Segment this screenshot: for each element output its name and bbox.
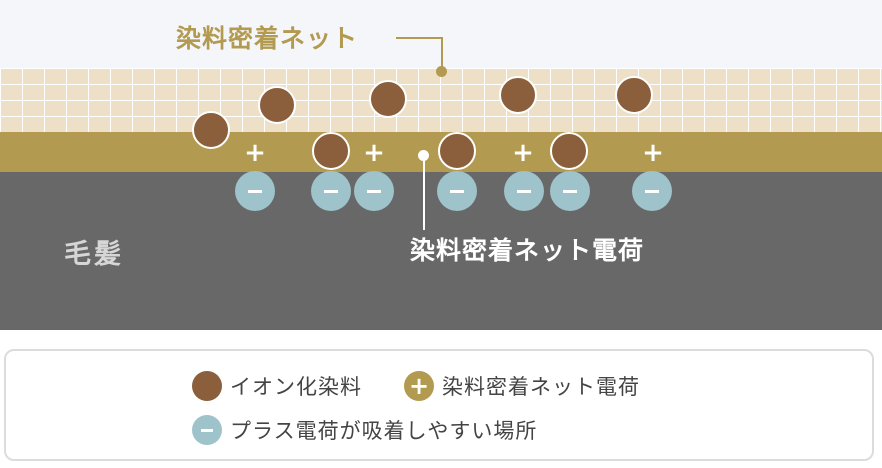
- legend-label: 染料密着ネット電荷: [442, 375, 640, 399]
- net-label: 染料密着ネット: [176, 24, 359, 53]
- dye-net-grid: [0, 68, 882, 132]
- plus-charge-icon: +: [363, 138, 385, 168]
- diagram: 染料密着ネット + + + + 毛髪 染料密着ネット電荷: [0, 24, 882, 330]
- plus-charge-icon: +: [244, 138, 266, 168]
- brown-dot-icon: [192, 371, 222, 401]
- minus-site-icon: [354, 171, 394, 211]
- dye-particle: [550, 132, 588, 170]
- net-leader-line: [396, 37, 442, 39]
- legend-item-charge: + 染料密着ネット電荷: [404, 371, 640, 401]
- dye-particle: [369, 80, 407, 118]
- net-leader-dot: [436, 66, 447, 77]
- plus-charge-icon: +: [512, 138, 534, 168]
- blue-minus-icon: [192, 415, 222, 445]
- plus-charge-icon: +: [642, 138, 664, 168]
- gold-plus-icon: +: [404, 371, 434, 401]
- dye-particle: [615, 76, 653, 114]
- legend-label: プラス電荷が吸着しやすい場所: [230, 419, 538, 443]
- minus-site-icon: [550, 171, 590, 211]
- minus-site-icon: [632, 171, 672, 211]
- legend-item-dye: イオン化染料: [192, 371, 362, 401]
- minus-site-icon: [235, 171, 275, 211]
- dye-particle: [438, 132, 476, 170]
- dye-particle: [258, 86, 296, 124]
- charge-label: 染料密着ネット電荷: [410, 236, 645, 265]
- dye-particle: [499, 76, 537, 114]
- charge-leader-dot: [418, 150, 429, 161]
- dye-particle: [312, 132, 350, 170]
- minus-site-icon: [311, 171, 351, 211]
- charge-leader-line: [423, 158, 425, 230]
- dye-particle: [192, 111, 230, 149]
- net-leader-line-vertical: [441, 37, 443, 67]
- minus-site-icon: [504, 171, 544, 211]
- legend: イオン化染料 + 染料密着ネット電荷 プラス電荷が吸着しやすい場所: [4, 349, 874, 461]
- legend-item-site: プラス電荷が吸着しやすい場所: [192, 415, 537, 445]
- hair-label: 毛髪: [64, 239, 124, 270]
- minus-site-icon: [437, 171, 477, 211]
- legend-label: イオン化染料: [230, 375, 362, 399]
